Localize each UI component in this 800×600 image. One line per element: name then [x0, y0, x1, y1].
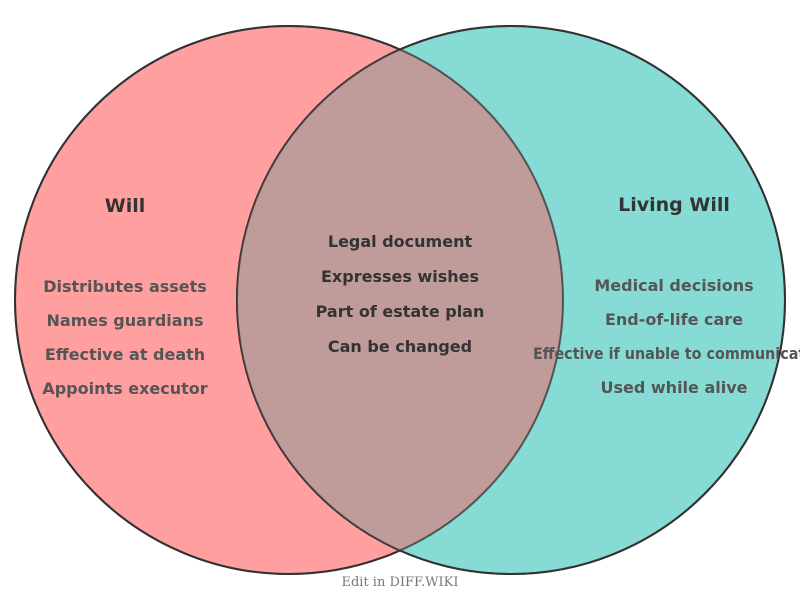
will-item: Effective at death	[45, 345, 205, 364]
will-item: Appoints executor	[42, 379, 207, 398]
will-title: Will	[105, 195, 146, 217]
living-will-title: Living Will	[618, 194, 730, 216]
overlap-item: Part of estate plan	[316, 302, 485, 321]
will-item: Names guardians	[47, 311, 204, 330]
edit-link[interactable]: Edit in DIFF.WIKI	[341, 575, 458, 590]
living-will-item: Effective if unable to communicate	[533, 344, 800, 363]
living-will-item: End-of-life care	[605, 310, 743, 329]
will-circle-outline	[14, 25, 564, 575]
living-will-circle-outline	[236, 25, 786, 575]
overlap-item: Can be changed	[328, 337, 472, 356]
living-will-item: Medical decisions	[594, 276, 753, 295]
overlap-item: Expresses wishes	[321, 267, 479, 286]
overlap-region	[237, 26, 563, 574]
overlap-item: Legal document	[328, 232, 473, 251]
living-will-item: Used while alive	[601, 378, 748, 397]
will-item: Distributes assets	[43, 277, 207, 296]
